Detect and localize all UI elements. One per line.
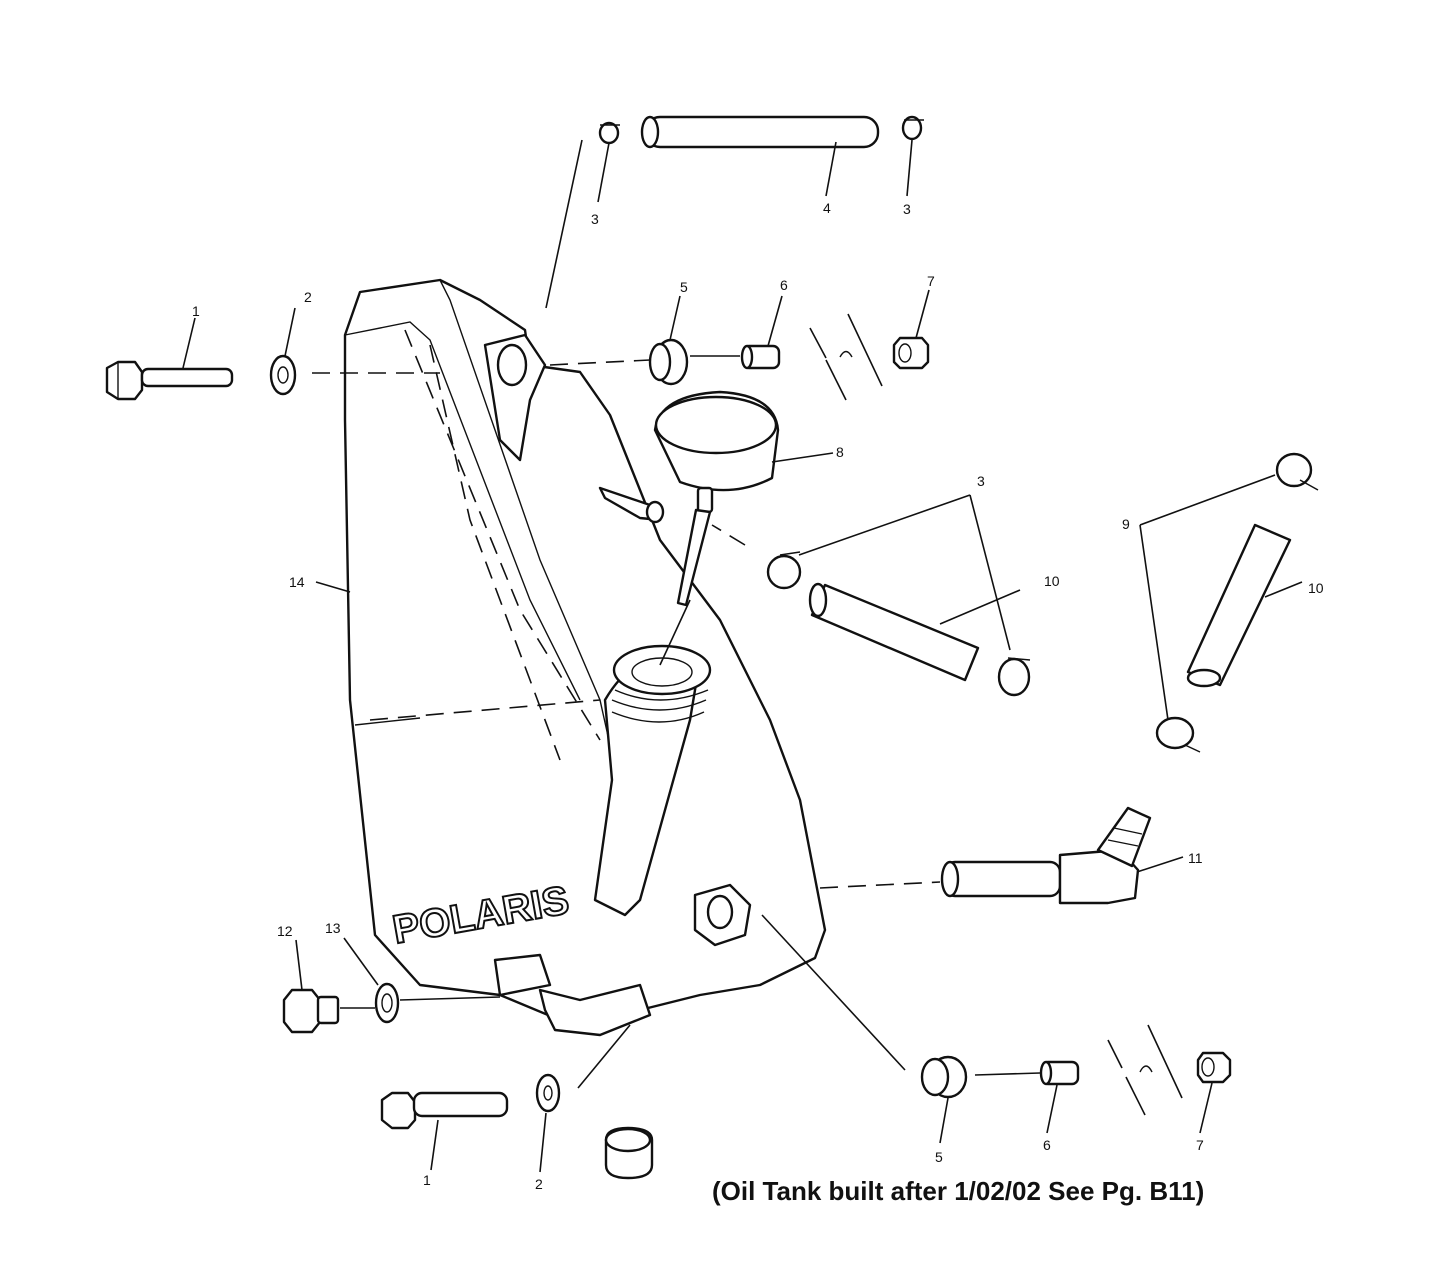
clamp-mid-lower (997, 657, 1031, 697)
callout-10-right: 10 (1308, 580, 1324, 596)
callout-3-mid: 3 (977, 473, 985, 489)
callout-7-top: 7 (927, 273, 935, 289)
callout-13: 13 (325, 920, 341, 936)
bushing-bottom (1039, 1060, 1080, 1086)
callout-5-bottom: 5 (935, 1149, 943, 1165)
callout-5-top: 5 (680, 279, 688, 295)
revision-note: (Oil Tank built after 1/02/02 See Pg. B1… (712, 1176, 1205, 1206)
nut-top (892, 336, 930, 370)
sealing-washer (374, 982, 400, 1024)
callout-11: 11 (1188, 850, 1203, 866)
hose-top (640, 115, 880, 149)
callout-6-top: 6 (780, 277, 788, 293)
oil-tank (343, 278, 827, 1037)
elbow-fitting (940, 806, 1152, 905)
callout-4: 4 (823, 200, 831, 216)
clamp-right-lower (1155, 716, 1201, 753)
callout-6-bottom: 6 (1043, 1137, 1051, 1153)
callout-1-bottom: 1 (423, 1172, 431, 1188)
clamp-top-right (901, 115, 924, 141)
callout-1-top: 1 (192, 303, 200, 319)
rubber-grommet (604, 1126, 654, 1180)
callout-12: 12 (277, 923, 293, 939)
grommet-top (648, 338, 689, 386)
callout-2-bottom: 2 (535, 1176, 543, 1192)
callout-14: 14 (289, 574, 305, 590)
callout-3-top-right: 3 (903, 201, 911, 217)
callout-3-top-left: 3 (591, 211, 599, 227)
callout-8: 8 (836, 444, 844, 460)
nut-bottom (1196, 1051, 1232, 1084)
bushing-top (740, 344, 781, 370)
hose-right (1186, 523, 1292, 688)
callout-9: 9 (1122, 516, 1130, 532)
grommet-bottom (920, 1055, 968, 1099)
bolt-top (105, 360, 234, 401)
washer-bottom (535, 1073, 561, 1113)
callout-10-mid: 10 (1044, 573, 1060, 589)
callout-7-bottom: 7 (1196, 1137, 1204, 1153)
clamp-right-upper (1275, 452, 1319, 491)
filler-cap (653, 390, 780, 666)
washer-top (269, 354, 297, 396)
hose-mid (808, 582, 980, 682)
clamp-top-left (598, 121, 620, 145)
clamp-mid-upper (766, 551, 802, 590)
callout-2-top: 2 (304, 289, 312, 305)
bolt-bottom (380, 1091, 509, 1130)
drain-plug (282, 988, 340, 1034)
